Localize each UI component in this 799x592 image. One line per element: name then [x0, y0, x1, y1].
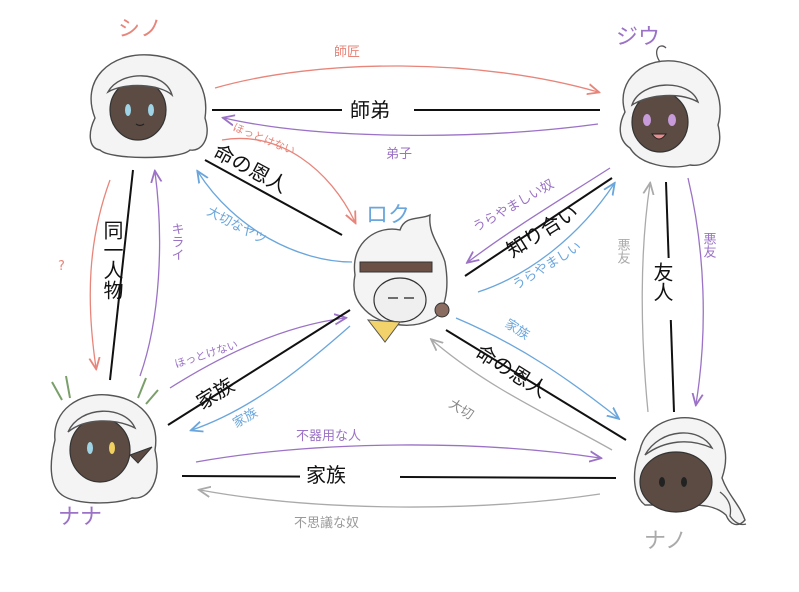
character-roku	[353, 213, 450, 343]
label-question: ?	[58, 259, 65, 274]
label-deshi: 弟子	[386, 147, 412, 162]
label-kazoku-bottom: 家族	[306, 463, 346, 487]
label-dou-ichi-jinbutsu: 同一人物	[100, 220, 124, 300]
label-shitei: 師弟	[350, 98, 390, 122]
arrow-nano-to-nana	[200, 490, 601, 508]
arrow-nana-to-shino	[139, 172, 160, 377]
label-akuyuu-gray: 悪友	[615, 238, 631, 264]
arrow-nana-to-roku	[169, 318, 345, 389]
arrow-roku-to-shino	[198, 172, 353, 263]
arrow-shino-to-roku	[221, 137, 355, 222]
arrow-nana-to-nano	[195, 444, 600, 463]
label-kazoku-blue-left: 家族	[230, 405, 261, 432]
arrow-roku-to-nana	[192, 325, 351, 430]
label-kazoku-nana-roku: 家族	[192, 373, 239, 415]
character-shino	[89, 54, 208, 159]
name-roku: ロク	[366, 203, 410, 228]
label-kazoku-blue-right: 家族	[502, 316, 533, 343]
arrow-nano-to-jiu	[641, 184, 650, 413]
name-jiu: ジウ	[616, 25, 660, 50]
character-nano	[633, 416, 747, 526]
line-roku-nano	[445, 329, 627, 441]
arrow-jiu-to-roku	[468, 167, 611, 262]
arrow-shino-to-jiu	[214, 65, 598, 92]
line-nana-roku	[167, 309, 351, 426]
label-shishou: 師匠	[334, 45, 360, 60]
name-shino: シノ	[118, 17, 162, 42]
arrow-roku-to-nano	[455, 317, 618, 418]
arrow-shino-to-nana	[90, 179, 111, 368]
arrow-jiu-to-shino	[224, 118, 599, 136]
label-taisetsu: 大切	[446, 397, 476, 424]
label-taisetsuna: 大切なヤツ	[204, 204, 268, 248]
arrow-roku-to-jiu	[477, 184, 614, 293]
character-nana	[50, 375, 159, 504]
label-bukiyou: 不器用な人	[296, 429, 361, 444]
label-yuujin: 友人	[650, 262, 674, 302]
arrow-jiu-to-nano	[687, 177, 704, 404]
label-akuyuu-purple: 悪友	[701, 232, 717, 258]
character-jiu	[619, 45, 721, 168]
label-kirai: キライ	[169, 222, 184, 261]
label-inochi-onjin-bottom: 命の恩人	[471, 340, 552, 403]
line-shino-nana	[109, 169, 134, 381]
line-shino-roku	[204, 159, 343, 236]
name-nano: ナノ	[644, 529, 687, 554]
label-fushigi: 不思議な奴	[294, 515, 359, 531]
name-nana: ナナ	[58, 505, 102, 530]
line-jiu-roku	[464, 177, 613, 277]
arrow-nano-to-roku	[432, 340, 613, 451]
